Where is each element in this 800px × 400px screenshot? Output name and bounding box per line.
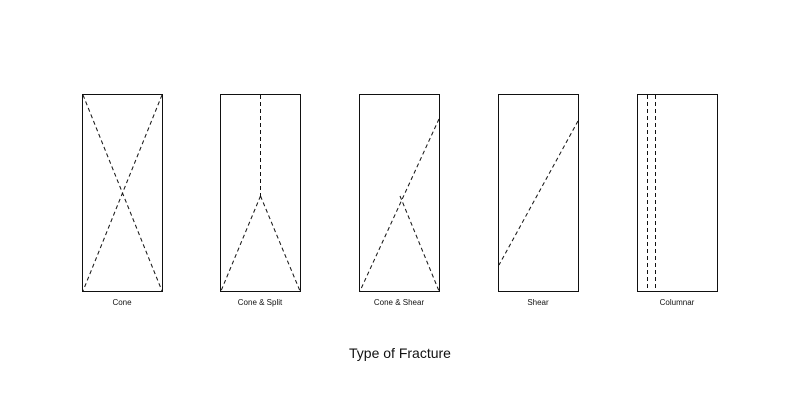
specimen-label-columnar: Columnar: [659, 298, 695, 307]
specimen-label-cone-shear: Cone & Shear: [373, 298, 425, 307]
specimen-label-cone-split: Cone & Split: [237, 298, 283, 307]
specimen-shear: [498, 94, 579, 292]
specimen-label-shear: Shear: [527, 298, 549, 307]
specimen-cone-split: [220, 94, 301, 292]
specimen-label-cone: Cone: [112, 298, 132, 307]
fracture-line: [82, 94, 163, 292]
fracture-line: [220, 195, 261, 292]
fracture-line: [498, 120, 579, 266]
specimen-cone: [82, 94, 163, 292]
specimen-frame: [82, 94, 163, 292]
specimen-frame: [498, 94, 579, 292]
fracture-line: [260, 195, 301, 292]
specimen-frame: [637, 94, 718, 292]
specimen-columnar: [637, 94, 718, 292]
fracture-line: [399, 195, 440, 292]
specimen-frame: [359, 94, 440, 292]
specimen-cone-shear: [359, 94, 440, 292]
specimen-frame: [220, 94, 301, 292]
diagram-title: Type of Fracture: [349, 345, 451, 361]
fracture-line: [359, 118, 440, 292]
